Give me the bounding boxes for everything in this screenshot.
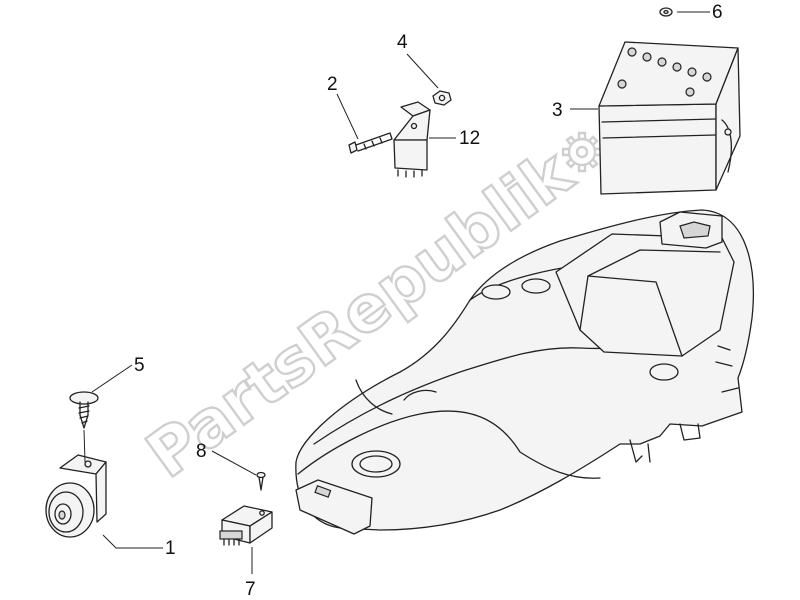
callout-6: 6 bbox=[712, 2, 723, 23]
callout-2: 2 bbox=[327, 74, 338, 95]
part-5-screw bbox=[69, 391, 99, 429]
underseat-compartment bbox=[295, 209, 754, 535]
rear-latch bbox=[659, 211, 723, 249]
callout-1: 1 bbox=[165, 538, 176, 559]
callout-3: 3 bbox=[552, 100, 563, 121]
callouts: 1 2 3 4 5 6 7 8 12 bbox=[134, 2, 723, 600]
helmet-recess bbox=[351, 450, 401, 478]
front-tongue bbox=[295, 479, 373, 535]
part-1-horn bbox=[45, 454, 107, 538]
battery-recess bbox=[555, 233, 735, 357]
cup-holders bbox=[481, 278, 679, 381]
gear-icon bbox=[561, 131, 603, 173]
part-8-screw bbox=[256, 471, 266, 491]
callout-12: 12 bbox=[459, 128, 480, 149]
callout-5: 5 bbox=[134, 355, 145, 376]
part-6-nut bbox=[659, 7, 673, 17]
callout-4: 4 bbox=[397, 32, 408, 53]
part-12-relay bbox=[393, 101, 431, 178]
battery-terminals bbox=[617, 47, 712, 97]
part-3-battery bbox=[598, 41, 741, 195]
part-7-module bbox=[219, 505, 273, 546]
part-2-screw bbox=[348, 132, 393, 154]
callout-7: 7 bbox=[245, 579, 256, 600]
leader-lines bbox=[83, 11, 710, 574]
part-4-nut bbox=[432, 90, 452, 106]
callout-8: 8 bbox=[196, 441, 207, 462]
